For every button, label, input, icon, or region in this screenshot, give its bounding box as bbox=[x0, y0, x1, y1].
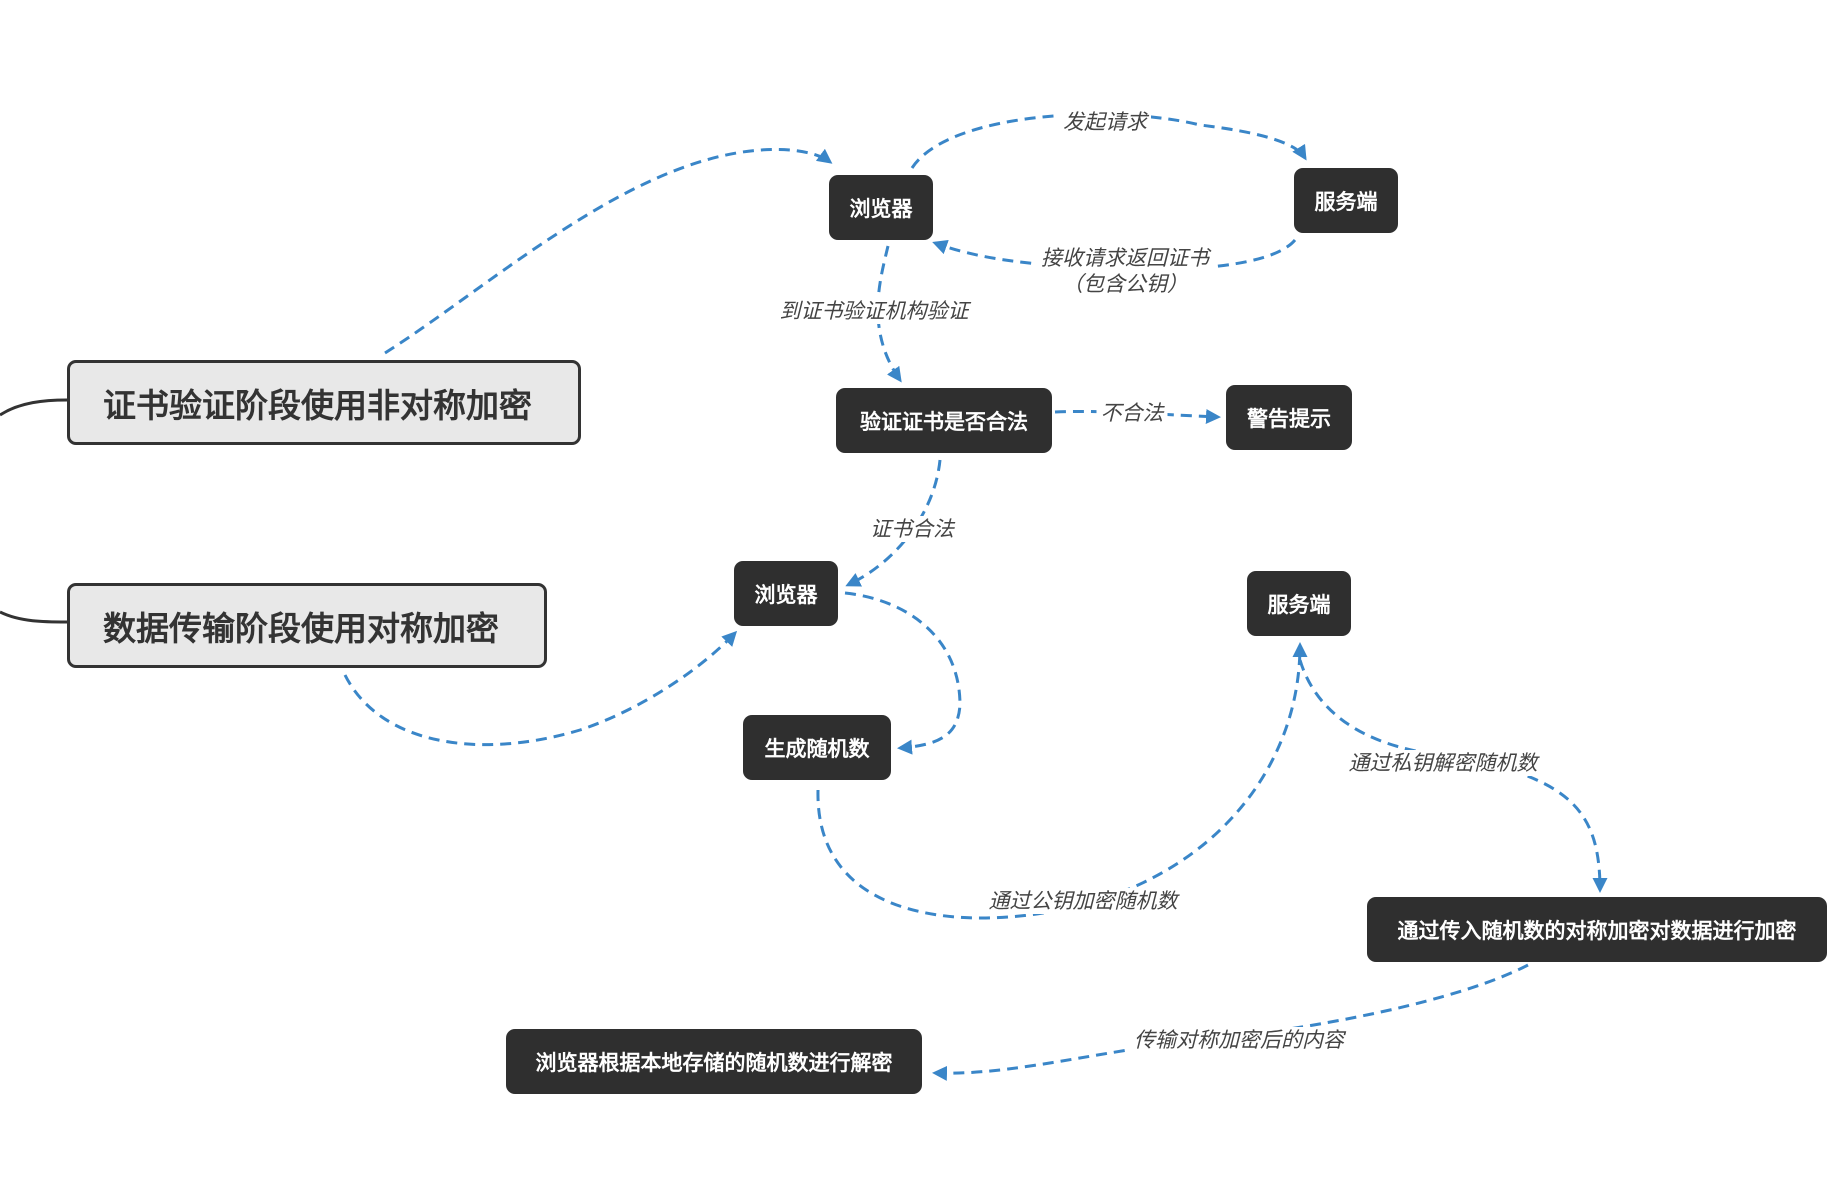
node-server-2-label: 服务端 bbox=[1267, 592, 1331, 617]
node-warning-label: 警告提示 bbox=[1247, 406, 1331, 431]
node-browser-1[interactable]: 浏览器 bbox=[829, 175, 933, 240]
label-transfer: 传输对称加密后的内容 bbox=[1130, 1027, 1348, 1054]
topic-data-phase-label: 数据传输阶段使用对称加密 bbox=[103, 608, 499, 648]
node-browser-1-label: 浏览器 bbox=[849, 196, 913, 221]
topic-data-phase[interactable]: 数据传输阶段使用对称加密 bbox=[67, 583, 547, 668]
node-browser-decrypt[interactable]: 浏览器根据本地存储的随机数进行解密 bbox=[506, 1029, 922, 1094]
node-verify-cert-label: 验证证书是否合法 bbox=[860, 409, 1028, 434]
node-browser-2-label: 浏览器 bbox=[754, 582, 818, 607]
node-server-2[interactable]: 服务端 bbox=[1247, 571, 1351, 636]
node-gen-random-label: 生成随机数 bbox=[764, 736, 870, 761]
node-browser-decrypt-label: 浏览器根据本地存储的随机数进行解密 bbox=[535, 1050, 893, 1075]
label-cert-valid: 证书合法 bbox=[866, 516, 958, 543]
node-sym-encrypt[interactable]: 通过传入随机数的对称加密对数据进行加密 bbox=[1367, 897, 1827, 962]
topic-cert-phase-label: 证书验证阶段使用非对称加密 bbox=[103, 385, 532, 425]
edge-transfer bbox=[932, 963, 1529, 1081]
node-gen-random[interactable]: 生成随机数 bbox=[743, 715, 891, 780]
label-send-request: 发起请求 bbox=[1059, 109, 1151, 136]
node-verify-cert[interactable]: 验证证书是否合法 bbox=[836, 388, 1052, 453]
label-receive-cert: 接收请求返回证书 （包含公钥） bbox=[1037, 245, 1213, 298]
label-verify-at-ca: 到证书验证机构验证 bbox=[775, 298, 973, 325]
edge-receive-cert bbox=[932, 239, 1297, 272]
node-warning[interactable]: 警告提示 bbox=[1226, 385, 1352, 450]
label-receive-cert-line2: （包含公钥） bbox=[1062, 272, 1188, 297]
node-server-1-label: 服务端 bbox=[1314, 189, 1378, 214]
edge-browser-to-random bbox=[844, 591, 962, 755]
label-pubkey-encrypt: 通过公钥加密随机数 bbox=[984, 888, 1182, 915]
node-sym-encrypt-label: 通过传入随机数的对称加密对数据进行加密 bbox=[1397, 918, 1797, 943]
root-branch-data bbox=[0, 610, 68, 624]
node-browser-2[interactable]: 浏览器 bbox=[734, 561, 838, 626]
edge-send-request bbox=[910, 112, 1307, 169]
node-server-1[interactable]: 服务端 bbox=[1294, 168, 1398, 233]
root-branch-cert bbox=[0, 398, 68, 417]
edge-cert-phase-to-browser bbox=[384, 148, 833, 355]
topic-cert-phase[interactable]: 证书验证阶段使用非对称加密 bbox=[67, 360, 581, 445]
edge-pubkey-encrypt bbox=[816, 642, 1308, 920]
label-privkey-decrypt: 通过私钥解密随机数 bbox=[1344, 750, 1542, 777]
label-illegal: 不合法 bbox=[1096, 400, 1168, 427]
edge-data-phase-to-browser bbox=[343, 630, 738, 747]
label-receive-cert-line1: 接收请求返回证书 bbox=[1041, 246, 1209, 270]
